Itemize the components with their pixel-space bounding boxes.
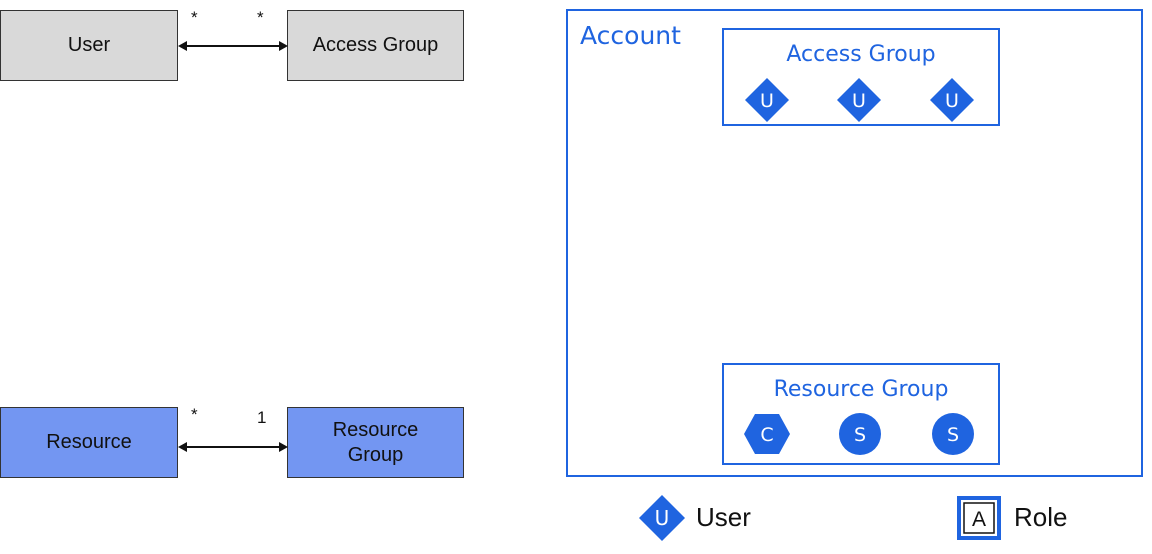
user-icon: U (836, 77, 882, 123)
user-box-label: User (67, 34, 111, 56)
container-icon-letter: C (760, 424, 773, 446)
resource-group-title: Resource Group (773, 377, 949, 402)
legend-role-icon: A (957, 496, 1001, 540)
legend-role-icon-letter: A (972, 508, 986, 531)
resource-group-multiplicity: 1 (257, 408, 267, 427)
resource-box-label: Resource (46, 431, 132, 453)
access-group-multiplicity: * (257, 8, 264, 27)
legend-user-label: User (696, 502, 751, 532)
resource-group-container: Resource Group C S S (722, 363, 1000, 465)
legend-user-icon-letter: U (655, 506, 670, 530)
user-icon-letter: U (945, 90, 959, 112)
resource-group-box-label: Resource Group (332, 418, 419, 466)
user-icon-letter: U (852, 90, 866, 112)
user-icon: U (929, 77, 975, 123)
resource-group-box: Resource Group (287, 407, 464, 478)
legend-user-icon: U (638, 494, 686, 542)
service-circle-icon: S (931, 412, 975, 456)
access-group-box: Access Group (287, 10, 464, 81)
resource-box: Resource (0, 407, 178, 478)
user-multiplicity: * (191, 8, 198, 27)
service-icon-letter: S (854, 424, 866, 446)
user-icon: U (744, 77, 790, 123)
container-hexagon-icon: C (743, 412, 791, 456)
access-group-container: Access Group U U U (722, 28, 1000, 126)
account-title: Account (580, 21, 681, 50)
service-icon-letter: S (947, 424, 959, 446)
user-icon-letter: U (760, 90, 774, 112)
legend-role-label: Role (1014, 502, 1068, 532)
resource-group-association-arrow (178, 442, 288, 452)
access-group-box-label: Access Group (312, 34, 439, 56)
access-group-title: Access Group (786, 42, 936, 67)
user-box: User (0, 10, 178, 81)
resource-multiplicity: * (191, 405, 198, 424)
account-container: Account Access Group U U U Resource Grou… (566, 9, 1143, 477)
service-circle-icon: S (838, 412, 882, 456)
user-access-group-association-arrow (178, 41, 288, 51)
